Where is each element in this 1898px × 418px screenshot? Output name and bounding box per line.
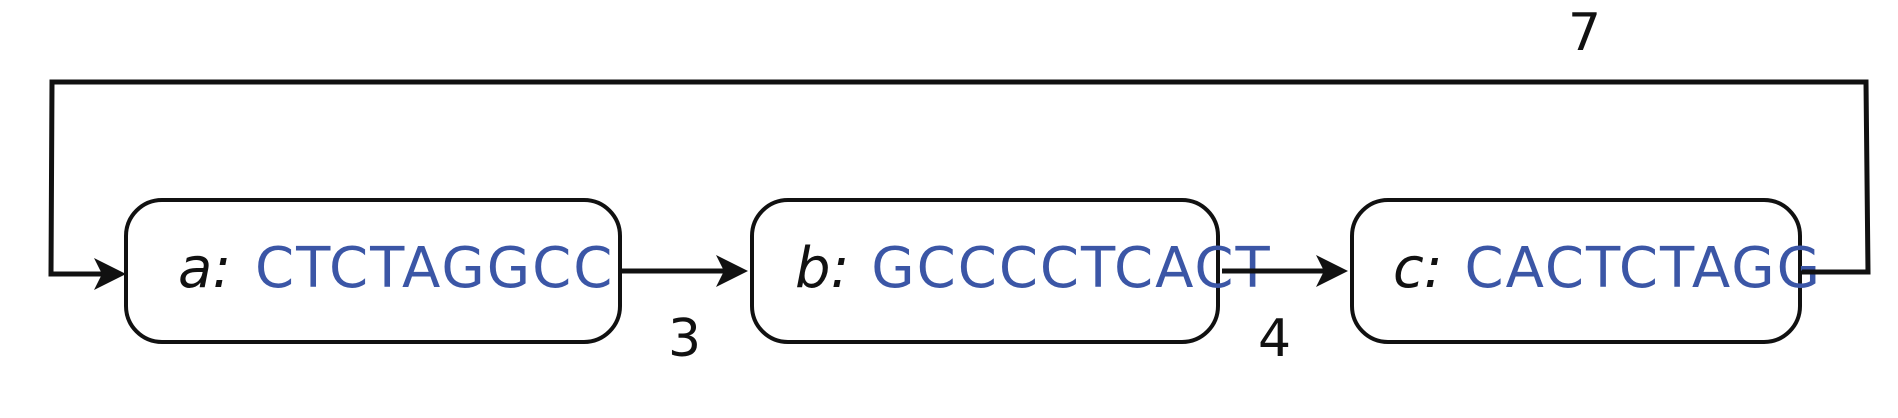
- edge-a-to-b: [622, 255, 748, 287]
- edge-a-to-b-weight: 3: [668, 309, 701, 369]
- svg-text:a: CTCTAGGCC: a: CTCTAGGCC: [178, 236, 614, 301]
- node-a-sequence: CTCTAGGCC: [255, 236, 614, 301]
- node-c-sequence: CACTCTAGG: [1464, 236, 1822, 301]
- node-c-label: c:: [1393, 236, 1443, 301]
- node-b-label: b:: [795, 236, 849, 301]
- node-b[interactable]: b: GCCCCTCACT: [750, 198, 1272, 344]
- edge-c-to-a-arrowhead: [94, 258, 126, 290]
- edge-b-to-c-arrowhead: [1316, 255, 1348, 287]
- edge-c-to-a: [48, 79, 1871, 290]
- svg-text:b: GCCCCTCACT: b: GCCCCTCACT: [795, 236, 1272, 301]
- svg-text:c: CACTCTAGG: c: CACTCTAGG: [1393, 236, 1822, 301]
- node-a[interactable]: a: CTCTAGGCC: [124, 198, 622, 344]
- node-a-label: a:: [178, 236, 231, 301]
- edge-a-to-b-arrowhead: [716, 255, 748, 287]
- edge-c-to-a-weight: 7: [1568, 3, 1601, 63]
- edge-b-to-c: [1222, 255, 1348, 287]
- node-c-box: [1350, 198, 1802, 344]
- edge-b-to-c-weight: 4: [1258, 309, 1291, 369]
- node-a-box: [124, 198, 622, 344]
- node-b-sequence: GCCCCTCACT: [871, 236, 1271, 301]
- edge-c-to-a-line: [48, 79, 1871, 277]
- node-c[interactable]: c: CACTCTAGG: [1350, 198, 1822, 344]
- node-b-box: [750, 198, 1220, 344]
